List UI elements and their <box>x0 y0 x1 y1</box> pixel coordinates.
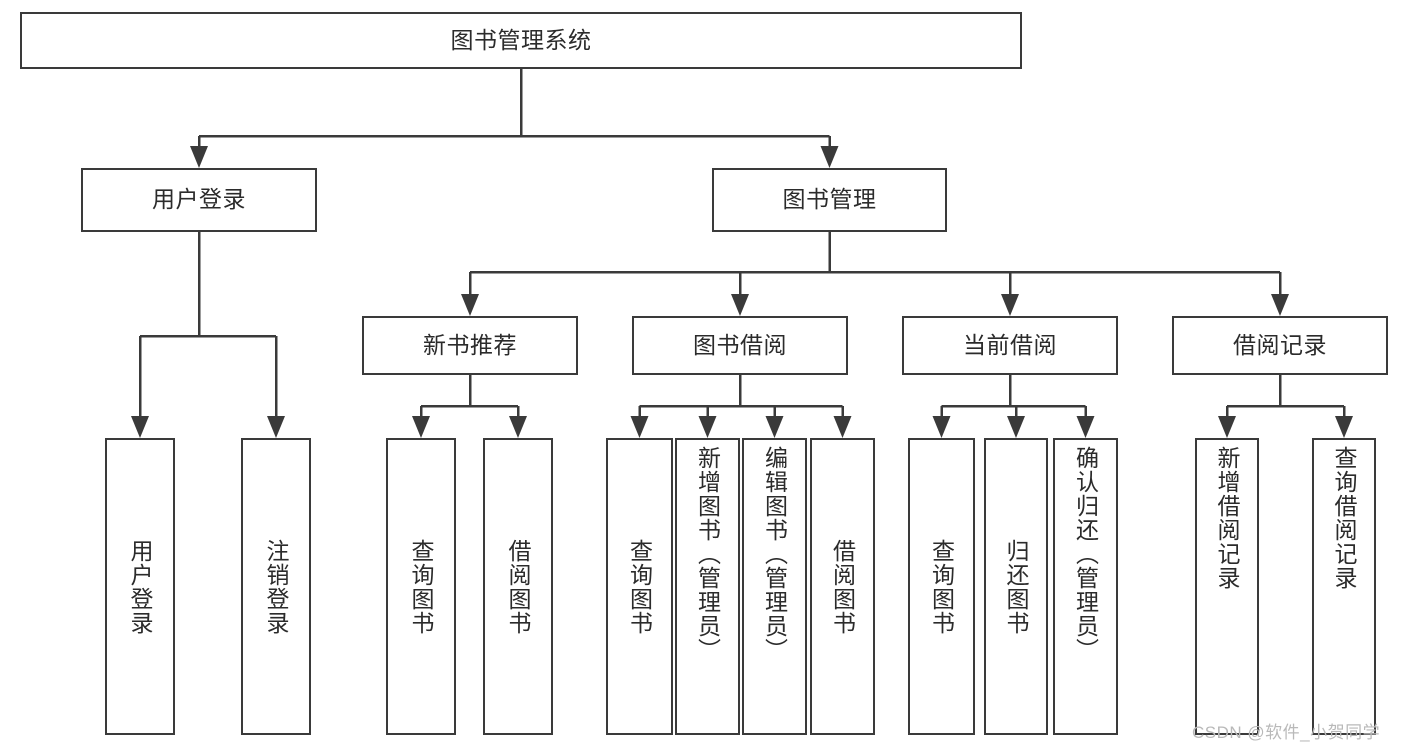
node-leaf-user-logout[interactable]: 注销登录 <box>241 438 311 735</box>
connector-arrowhead <box>1001 294 1019 316</box>
connector-arrowhead <box>412 416 430 438</box>
csdn-watermark: CSDN @软件_小贺同学 <box>1192 723 1381 742</box>
connector-arrowhead <box>1007 416 1025 438</box>
connector-arrowhead <box>630 416 649 438</box>
node-leaf-recommend-query-book[interactable]: 查询图书 <box>386 438 456 735</box>
connector-arrowhead <box>833 416 852 438</box>
node-label-leaf-borrow-query-book: 查询图书 <box>626 538 653 635</box>
node-label-leaf-borrow-edit-book: 编辑图书（管理员） <box>761 446 788 662</box>
connector-arrowhead <box>509 416 527 438</box>
node-label-leaf-current-confirm-return: 确认归还（管理员） <box>1072 446 1099 662</box>
node-label-borrow-record: 借阅记录 <box>1233 331 1327 358</box>
node-leaf-borrow-edit-book[interactable]: 编辑图书（管理员） <box>742 438 807 735</box>
connector-arrowhead <box>1335 416 1353 438</box>
connector-arrowhead <box>731 294 749 316</box>
node-leaf-current-confirm-return[interactable]: 确认归还（管理员） <box>1053 438 1118 735</box>
connector-arrowhead <box>267 416 285 438</box>
node-book-borrow[interactable]: 图书借阅 <box>632 316 848 375</box>
node-leaf-record-query[interactable]: 查询借阅记录 <box>1312 438 1376 735</box>
node-leaf-borrow-add-book[interactable]: 新增图书（管理员） <box>675 438 740 735</box>
node-label-root: 图书管理系统 <box>450 26 592 53</box>
connector-arrowhead <box>932 416 951 438</box>
node-root[interactable]: 图书管理系统 <box>20 12 1022 69</box>
connector-arrowhead <box>1076 416 1095 438</box>
node-leaf-record-add[interactable]: 新增借阅记录 <box>1195 438 1259 735</box>
node-label-leaf-recommend-borrow-book: 借阅图书 <box>505 538 532 635</box>
connector-arrowhead <box>765 416 784 438</box>
connector-arrowhead <box>1218 416 1236 438</box>
node-leaf-borrow-borrow-book[interactable]: 借阅图书 <box>810 438 875 735</box>
node-label-leaf-record-add: 新增借阅记录 <box>1214 446 1241 590</box>
node-leaf-user-login[interactable]: 用户登录 <box>105 438 175 735</box>
node-label-user-login: 用户登录 <box>152 186 246 213</box>
node-label-leaf-user-login: 用户登录 <box>127 538 154 635</box>
node-book-management[interactable]: 图书管理 <box>712 168 947 232</box>
connector-arrowhead <box>820 146 839 168</box>
node-label-leaf-current-return-book: 归还图书 <box>1003 538 1030 635</box>
connector-arrowhead <box>131 416 149 438</box>
connector-arrowhead <box>461 294 479 316</box>
node-current-borrow[interactable]: 当前借阅 <box>902 316 1118 375</box>
node-label-book-borrow: 图书借阅 <box>693 331 787 358</box>
node-label-leaf-recommend-query-book: 查询图书 <box>408 538 435 635</box>
connector-arrowhead <box>1271 294 1289 316</box>
node-label-leaf-borrow-borrow-book: 借阅图书 <box>829 538 856 635</box>
node-leaf-recommend-borrow-book[interactable]: 借阅图书 <box>483 438 553 735</box>
node-user-login[interactable]: 用户登录 <box>81 168 317 232</box>
node-label-leaf-user-logout: 注销登录 <box>263 538 290 635</box>
node-leaf-borrow-query-book[interactable]: 查询图书 <box>606 438 673 735</box>
node-label-book-management: 图书管理 <box>782 186 877 213</box>
node-leaf-current-query-book[interactable]: 查询图书 <box>908 438 975 735</box>
node-label-current-borrow: 当前借阅 <box>963 331 1057 358</box>
node-borrow-record[interactable]: 借阅记录 <box>1172 316 1388 375</box>
node-label-leaf-current-query-book: 查询图书 <box>928 538 955 635</box>
node-new-book-recommend[interactable]: 新书推荐 <box>362 316 578 375</box>
node-leaf-current-return-book[interactable]: 归还图书 <box>984 438 1048 735</box>
node-label-leaf-borrow-add-book: 新增图书（管理员） <box>694 446 721 662</box>
node-label-new-book-recommend: 新书推荐 <box>423 331 517 358</box>
node-label-leaf-record-query: 查询借阅记录 <box>1331 446 1358 590</box>
connector-arrowhead <box>190 146 208 168</box>
connector-arrowhead <box>698 416 717 438</box>
